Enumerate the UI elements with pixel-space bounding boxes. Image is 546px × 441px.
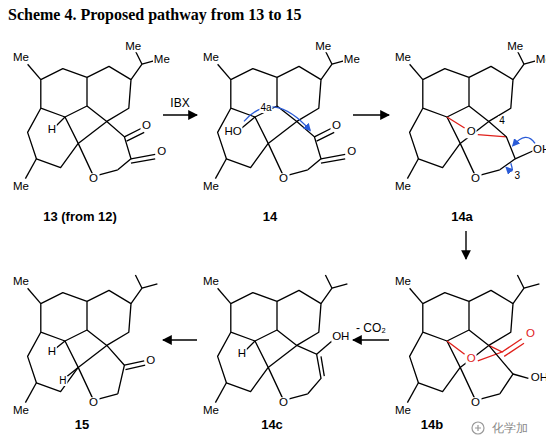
atom-label: Me bbox=[124, 41, 142, 53]
atom-label: O bbox=[331, 120, 342, 132]
structure-stroke bbox=[131, 154, 155, 163]
structure-stroke bbox=[472, 422, 484, 434]
reaction-arrow bbox=[465, 231, 466, 259]
compound-box: 14c bbox=[200, 262, 350, 436]
compound-number: 14a bbox=[449, 209, 475, 224]
compound-box: 14b bbox=[392, 262, 542, 436]
atom-label: Me bbox=[394, 182, 412, 194]
atom-label: Me bbox=[343, 54, 361, 66]
atom-label: Me bbox=[394, 406, 412, 418]
atom-label: Me bbox=[202, 406, 220, 418]
reaction-arrow bbox=[163, 339, 197, 340]
structure-stroke bbox=[297, 345, 321, 393]
structure-stroke bbox=[107, 121, 131, 169]
compound-14c bbox=[215, 275, 347, 403]
compound-14b bbox=[407, 275, 539, 403]
atom-label: Me bbox=[12, 52, 30, 64]
structure-stroke bbox=[506, 163, 512, 171]
structure-stroke bbox=[447, 117, 506, 137]
atom-label: O bbox=[278, 397, 289, 409]
structure-stroke bbox=[489, 121, 515, 169]
atom-label: O bbox=[156, 146, 167, 158]
structure-stroke bbox=[67, 367, 78, 376]
compound-number: 15 bbox=[73, 417, 91, 432]
atom-label: Me bbox=[202, 52, 220, 64]
structure-stroke bbox=[242, 117, 255, 128]
structure-stroke bbox=[124, 361, 145, 370]
atom-label: Me bbox=[394, 276, 412, 288]
structure-stroke bbox=[321, 154, 345, 163]
structure-stroke bbox=[244, 107, 310, 130]
atom-label: H bbox=[47, 346, 57, 358]
atom-label: Me bbox=[535, 54, 546, 66]
atom-label: O bbox=[466, 127, 477, 139]
structure-stroke bbox=[107, 345, 125, 393]
reaction-arrow bbox=[163, 114, 197, 115]
atom-label: Me bbox=[314, 41, 332, 53]
watermark: 化学加 bbox=[491, 422, 529, 434]
atom-label: H bbox=[237, 348, 247, 360]
atom-label: 4 bbox=[498, 116, 506, 126]
compound-13 bbox=[25, 51, 157, 179]
atom-label: O bbox=[145, 355, 156, 367]
compound-box: 13 (from 12) bbox=[10, 38, 160, 228]
reagent-label: - CO₂ bbox=[354, 321, 388, 335]
atom-label: O bbox=[470, 173, 481, 185]
atom-label: H bbox=[58, 376, 67, 386]
structure-stroke bbox=[407, 275, 539, 403]
atom-label: O bbox=[466, 353, 477, 365]
reaction-arrow bbox=[353, 114, 389, 115]
atom-label: HO bbox=[223, 127, 242, 139]
structure-stroke bbox=[502, 339, 524, 357]
compound-15 bbox=[25, 275, 157, 403]
structure-stroke bbox=[25, 275, 157, 403]
atom-label: 4a bbox=[259, 103, 272, 113]
atom-label: O bbox=[88, 173, 99, 185]
compound-14a bbox=[407, 51, 539, 179]
reaction-arrow bbox=[353, 339, 389, 340]
atom-label: O bbox=[525, 329, 536, 341]
reagent-label: IBX bbox=[168, 96, 191, 110]
compound-14 bbox=[215, 51, 347, 179]
atom-label: Me bbox=[202, 276, 220, 288]
structure-stroke bbox=[489, 345, 513, 393]
atom-label: Me bbox=[12, 406, 30, 418]
atom-label: Me bbox=[506, 41, 524, 53]
atom-label: OH bbox=[530, 373, 546, 385]
compound-number: 14b bbox=[419, 417, 445, 432]
atom-label: O bbox=[88, 397, 99, 409]
atom-label: Me bbox=[153, 54, 171, 66]
structure-stroke bbox=[513, 374, 528, 378]
watermark-icon bbox=[472, 422, 484, 434]
atom-label: O bbox=[346, 146, 357, 158]
compound-number: 14c bbox=[259, 417, 285, 432]
structure-stroke bbox=[321, 356, 324, 376]
atom-label: O bbox=[278, 173, 289, 185]
structure-stroke bbox=[317, 341, 332, 354]
structure-stroke bbox=[475, 425, 481, 431]
atom-label: Me bbox=[12, 276, 30, 288]
atom-label: 3 bbox=[514, 171, 522, 181]
atom-label: Me bbox=[394, 52, 412, 64]
atom-label: OH bbox=[532, 144, 546, 156]
structure-stroke bbox=[215, 51, 347, 179]
atom-label: H bbox=[47, 124, 57, 136]
structure-stroke bbox=[407, 51, 539, 179]
atom-label: Me bbox=[12, 182, 30, 194]
structure-stroke bbox=[215, 275, 347, 403]
atom-label: Me bbox=[202, 182, 220, 194]
compound-box: 15 bbox=[10, 262, 160, 436]
atom-label: O bbox=[470, 397, 481, 409]
atom-label: O bbox=[141, 120, 152, 132]
structure-stroke bbox=[25, 51, 157, 179]
compound-number: 13 (from 12) bbox=[41, 209, 119, 224]
scheme-title: Scheme 4. Proposed pathway from 13 to 15 bbox=[8, 6, 302, 24]
atom-label: OH bbox=[331, 331, 350, 343]
compound-number: 14 bbox=[261, 209, 279, 224]
